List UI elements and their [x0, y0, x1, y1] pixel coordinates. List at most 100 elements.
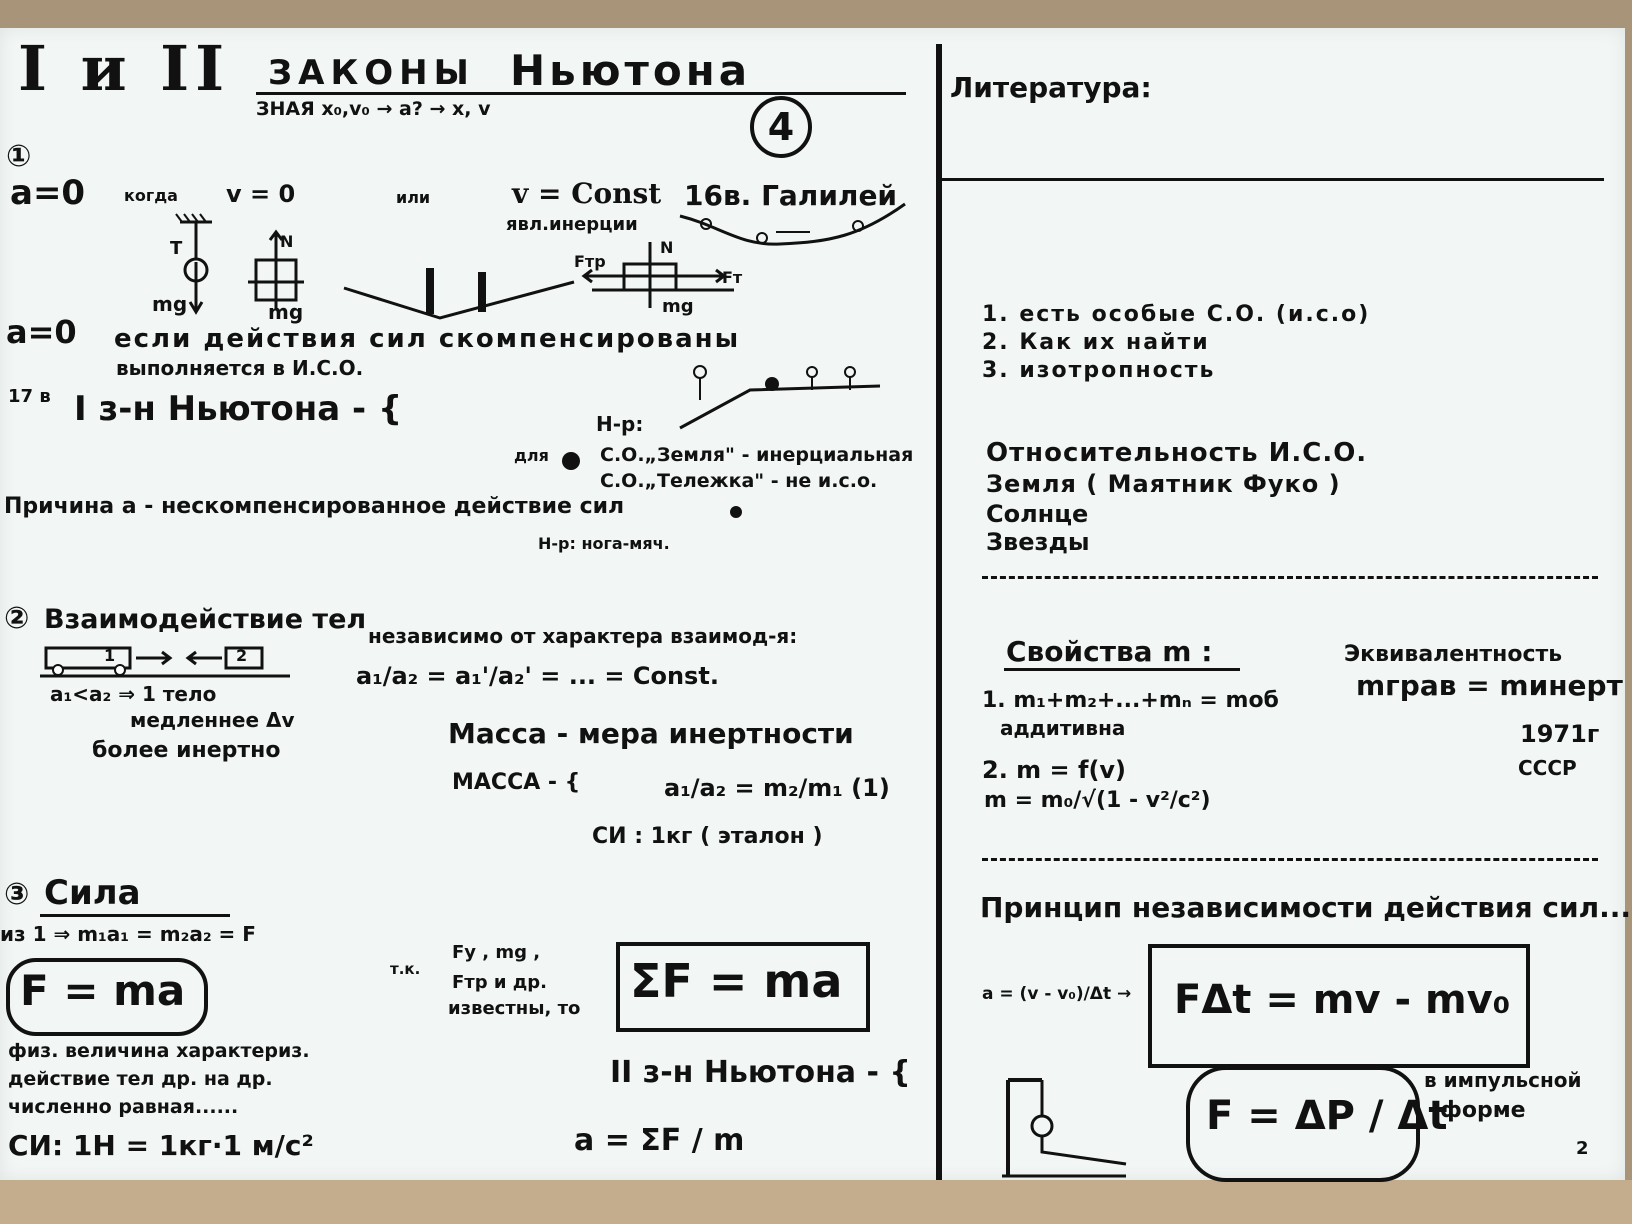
first-law-label: I з-н Ньютона - {: [74, 389, 403, 429]
sun-label: Солнце: [986, 500, 1089, 528]
impulse-form-line1: в импульсной: [1424, 1068, 1582, 1092]
properties-heading: Свойства m :: [1006, 635, 1213, 668]
block-on-table-diagram: [248, 229, 304, 308]
v-const-label: v = Const: [512, 177, 662, 210]
sum-force-formula: ΣF = ma: [630, 954, 843, 1008]
interaction-heading: Взаимодействие тел: [44, 604, 367, 635]
friction-force-label: Fтр: [574, 252, 606, 271]
when-label: когда: [124, 186, 178, 205]
equivalence-heading: Эквивалентность: [1344, 642, 1563, 667]
section3-number: ③: [4, 877, 30, 912]
properties-underline: [1004, 668, 1240, 671]
literature-heading: Литература:: [950, 71, 1152, 104]
known-forces-3: известны, то: [448, 998, 581, 1019]
list-item-2: 2. Как их найти: [982, 330, 1210, 355]
hanging-ball-diagram: [175, 213, 212, 315]
sum-force-frame: [616, 942, 870, 1032]
normal-label: N: [280, 232, 294, 251]
galileo-label: 16в. Галилей: [684, 179, 898, 212]
independence-principle: Принцип независимости действия сил...: [980, 891, 1632, 924]
f-dp-frame: [1186, 1066, 1420, 1182]
mg-label-block: mg: [268, 300, 304, 324]
force-heading-underline: [40, 914, 230, 917]
ball-dot: [730, 506, 742, 518]
section1-number: ①: [6, 139, 32, 174]
additive-label: аддитивна: [1000, 716, 1126, 740]
mass-ratio-formula: a₁/a₂ = m₂/m₁ (1): [664, 774, 890, 802]
independent-label: независимо от характера взаимод-я:: [368, 624, 798, 648]
frame-cart-noninertial: С.О.„Тележка" - не и.с.о.: [600, 470, 878, 492]
normal-label-2: N: [660, 238, 674, 257]
action-line: действие тел др. на др.: [8, 1068, 273, 1090]
frame-earth-inertial: С.О.„Земля" - инерциальная: [600, 444, 914, 466]
property-velocity: 2. m = f(v): [982, 756, 1127, 784]
sheet-number-badge: 4: [750, 96, 812, 158]
known-forces-2: Fтр и др.: [452, 972, 548, 993]
mg-label-ball: mg: [152, 292, 188, 316]
acceleration-ratio: a₁/a₂ = a₁'/a₂' = ... = Const.: [356, 662, 719, 690]
impulse-form-line2: форме: [1440, 1098, 1526, 1123]
known-forces-1: Fу , mg ,: [452, 942, 541, 963]
inertia-label: явл.инерции: [506, 214, 638, 235]
holds-in-iso: выполняется в И.С.О.: [116, 356, 364, 380]
a-zero-line-label: a=0: [6, 313, 77, 351]
acceleration-definition: a = (v - v₀)/Δt →: [982, 984, 1132, 1004]
cart2-label: 2: [236, 646, 248, 665]
f-ma-formula: F = ma: [20, 966, 186, 1015]
si-newton: СИ: 1Н = 1кг·1 м/с²: [8, 1129, 314, 1162]
dashed-separator-1: [982, 576, 1598, 579]
title-roman: I и II: [18, 32, 231, 105]
since-label: т.к.: [390, 960, 421, 978]
tension-label: T: [170, 238, 183, 259]
stars-label: Звезды: [986, 528, 1090, 556]
cause-of-acceleration: Причина a - нескомпенсированное действие…: [4, 494, 625, 519]
for-label: для: [514, 446, 549, 465]
literature-rule: [940, 178, 1604, 181]
from-first-formula: из 1 ⇒ m₁a₁ = m₂a₂ = F: [0, 922, 256, 946]
phys-quantity-line: физ. величина характериз.: [8, 1040, 310, 1062]
two-carts-diagram: [40, 646, 290, 678]
si-kg-standard: СИ : 1кг ( эталон ): [592, 824, 823, 849]
list-item-1: 1. есть особые С.О. (и.с.о): [982, 302, 1371, 327]
galileo-curve-diagram: [679, 202, 906, 246]
impulse-equation: FΔt = mv - mv₀: [1174, 977, 1511, 1023]
year-1971: 1971г: [1520, 720, 1600, 748]
foot-ball-example: Н-р: нога-мяч.: [538, 534, 670, 553]
v-zero-label: v = 0: [226, 180, 296, 208]
if-forces-compensated: если действия сил скомпенсированы: [114, 324, 741, 354]
force-heading: Сила: [44, 873, 141, 913]
dashed-separator-2: [982, 858, 1598, 861]
column-divider: [936, 44, 942, 1180]
example-label: Н-р:: [596, 412, 644, 436]
title-name: Ньютона: [510, 46, 752, 95]
second-law-label: II з-н Ньютона - {: [610, 1055, 911, 1090]
mg-label-friction: mg: [662, 296, 694, 317]
earth-pendulum: Земля ( Маятник Фуко ): [986, 470, 1341, 498]
list-item-3: 3. изотропность: [982, 358, 1216, 383]
a-zero-label: a=0: [10, 173, 86, 213]
ussr-label: СССР: [1518, 756, 1577, 780]
section2-number: ②: [4, 601, 30, 636]
paper-sheet: [0, 28, 1625, 1180]
more-inert-label: более инертно: [92, 738, 281, 763]
title-words: ЗАКОНЫ: [268, 53, 475, 93]
slope-figures-diagram: [679, 365, 881, 430]
force-momentum-formula: F = ΔP / Δt: [1206, 1093, 1448, 1139]
mass-measure-heading: Масса - мера инертности: [448, 717, 854, 750]
observer-dot: [562, 452, 580, 470]
page-number: 2: [1576, 1138, 1589, 1159]
title-underline: [256, 92, 906, 95]
relativistic-mass: m = m₀/√(1 - v²/c²): [984, 788, 1211, 813]
cart1-label: 1: [104, 646, 116, 665]
valley-diagram: [343, 268, 575, 320]
compare-accelerations: a₁<a₂ ⇒ 1 тело: [50, 682, 217, 706]
desk-surface: [0, 1180, 1632, 1224]
subtitle: ЗНАЯ x₀,v₀ → a? → x, v: [256, 98, 491, 120]
pendulum-diagram: [1002, 1078, 1127, 1178]
century-label: 17 в: [8, 386, 51, 407]
mass-label: МАССА - {: [452, 770, 581, 795]
f-ma-frame: [6, 958, 208, 1036]
or-label: или: [396, 188, 431, 207]
traction-force-label: Fт: [722, 268, 743, 287]
slower-label: медленнее Δv: [130, 708, 295, 732]
